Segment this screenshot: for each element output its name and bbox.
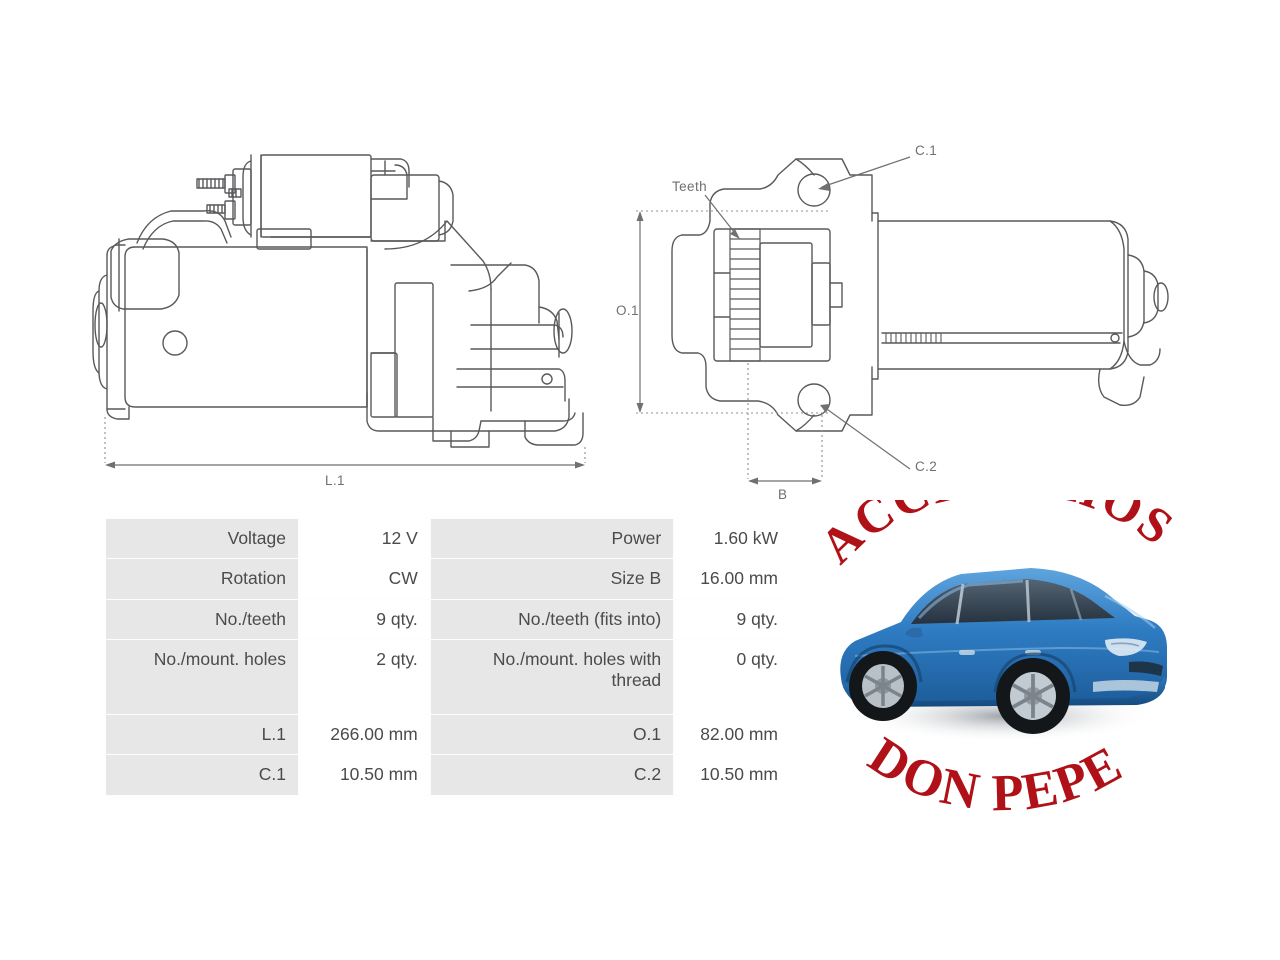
table-row: C.1 10.50 mm C.2 10.50 mm — [106, 755, 790, 795]
front-view-svg — [636, 156, 1169, 485]
spec-label: No./mount. holes — [106, 640, 298, 715]
headlight — [1105, 638, 1147, 656]
specifications-table-body: Voltage 12 V Power 1.60 kW Rotation CW S… — [106, 519, 790, 795]
rear-wheel — [849, 651, 917, 721]
spec-value: 0 qty. — [674, 640, 790, 715]
mount-hole-lower — [797, 383, 831, 417]
table-row: No./teeth 9 qty. No./teeth (fits into) 9… — [106, 599, 790, 640]
starter-motor-side-view-drawing: L.1 — [85, 125, 625, 505]
dimension-L1 — [104, 417, 586, 469]
car-shadow — [855, 690, 1155, 742]
callout-label-c2: C.2 — [915, 459, 938, 474]
spec-label: Size B — [430, 559, 674, 599]
spec-value: 266.00 mm — [299, 715, 430, 755]
car-illustration — [840, 568, 1167, 734]
callout-label-c1: C.1 — [915, 143, 938, 158]
mount-hole-upper — [797, 173, 831, 207]
dimension-O1 — [636, 210, 830, 414]
spec-label: No./teeth — [106, 599, 298, 640]
dimension-label-O1: O.1 — [616, 303, 639, 318]
spec-value: 9 qty. — [674, 599, 790, 640]
spec-label: C.1 — [106, 755, 298, 795]
spec-label: Rotation — [106, 559, 298, 599]
spec-value: 82.00 mm — [674, 715, 790, 755]
dimension-B — [747, 363, 823, 485]
table-row: L.1 266.00 mm O.1 82.00 mm — [106, 715, 790, 755]
table-row: Voltage 12 V Power 1.60 kW — [106, 519, 790, 559]
table-row: No./mount. holes 2 qty. No./mount. holes… — [106, 640, 790, 715]
starter-motor-front-view-drawing: O.1 B Teeth C.1 C.2 — [610, 125, 1210, 515]
specifications-table: Voltage 12 V Power 1.60 kW Rotation CW S… — [105, 518, 791, 796]
spec-label: No./teeth (fits into) — [430, 599, 674, 640]
spec-value: 16.00 mm — [674, 559, 790, 599]
grille — [1129, 661, 1163, 676]
spec-value: 10.50 mm — [674, 755, 790, 795]
accesorios-don-pepe-watermark: ACCESORIOS DON PEPE — [793, 500, 1213, 830]
spec-label: Power — [430, 519, 674, 559]
spec-value: CW — [299, 559, 430, 599]
spec-value: 9 qty. — [299, 599, 430, 640]
spec-value: 10.50 mm — [299, 755, 430, 795]
watermark-bottom-text: DON PEPE — [859, 727, 1133, 823]
spec-value: 2 qty. — [299, 640, 430, 715]
spec-label: Voltage — [106, 519, 298, 559]
dimension-label-L1: L.1 — [325, 473, 345, 488]
table-row: Rotation CW Size B 16.00 mm — [106, 559, 790, 599]
spec-label: No./mount. holes with thread — [430, 640, 674, 715]
spec-label: C.2 — [430, 755, 674, 795]
spec-label: O.1 — [430, 715, 674, 755]
spec-label: L.1 — [106, 715, 298, 755]
dimension-label-B: B — [778, 487, 788, 502]
callout-leader-lines — [704, 156, 911, 470]
side-view-svg — [92, 154, 586, 469]
front-wheel — [996, 658, 1070, 734]
spec-value: 1.60 kW — [674, 519, 790, 559]
spec-value: 12 V — [299, 519, 430, 559]
callout-label-teeth: Teeth — [672, 179, 708, 194]
